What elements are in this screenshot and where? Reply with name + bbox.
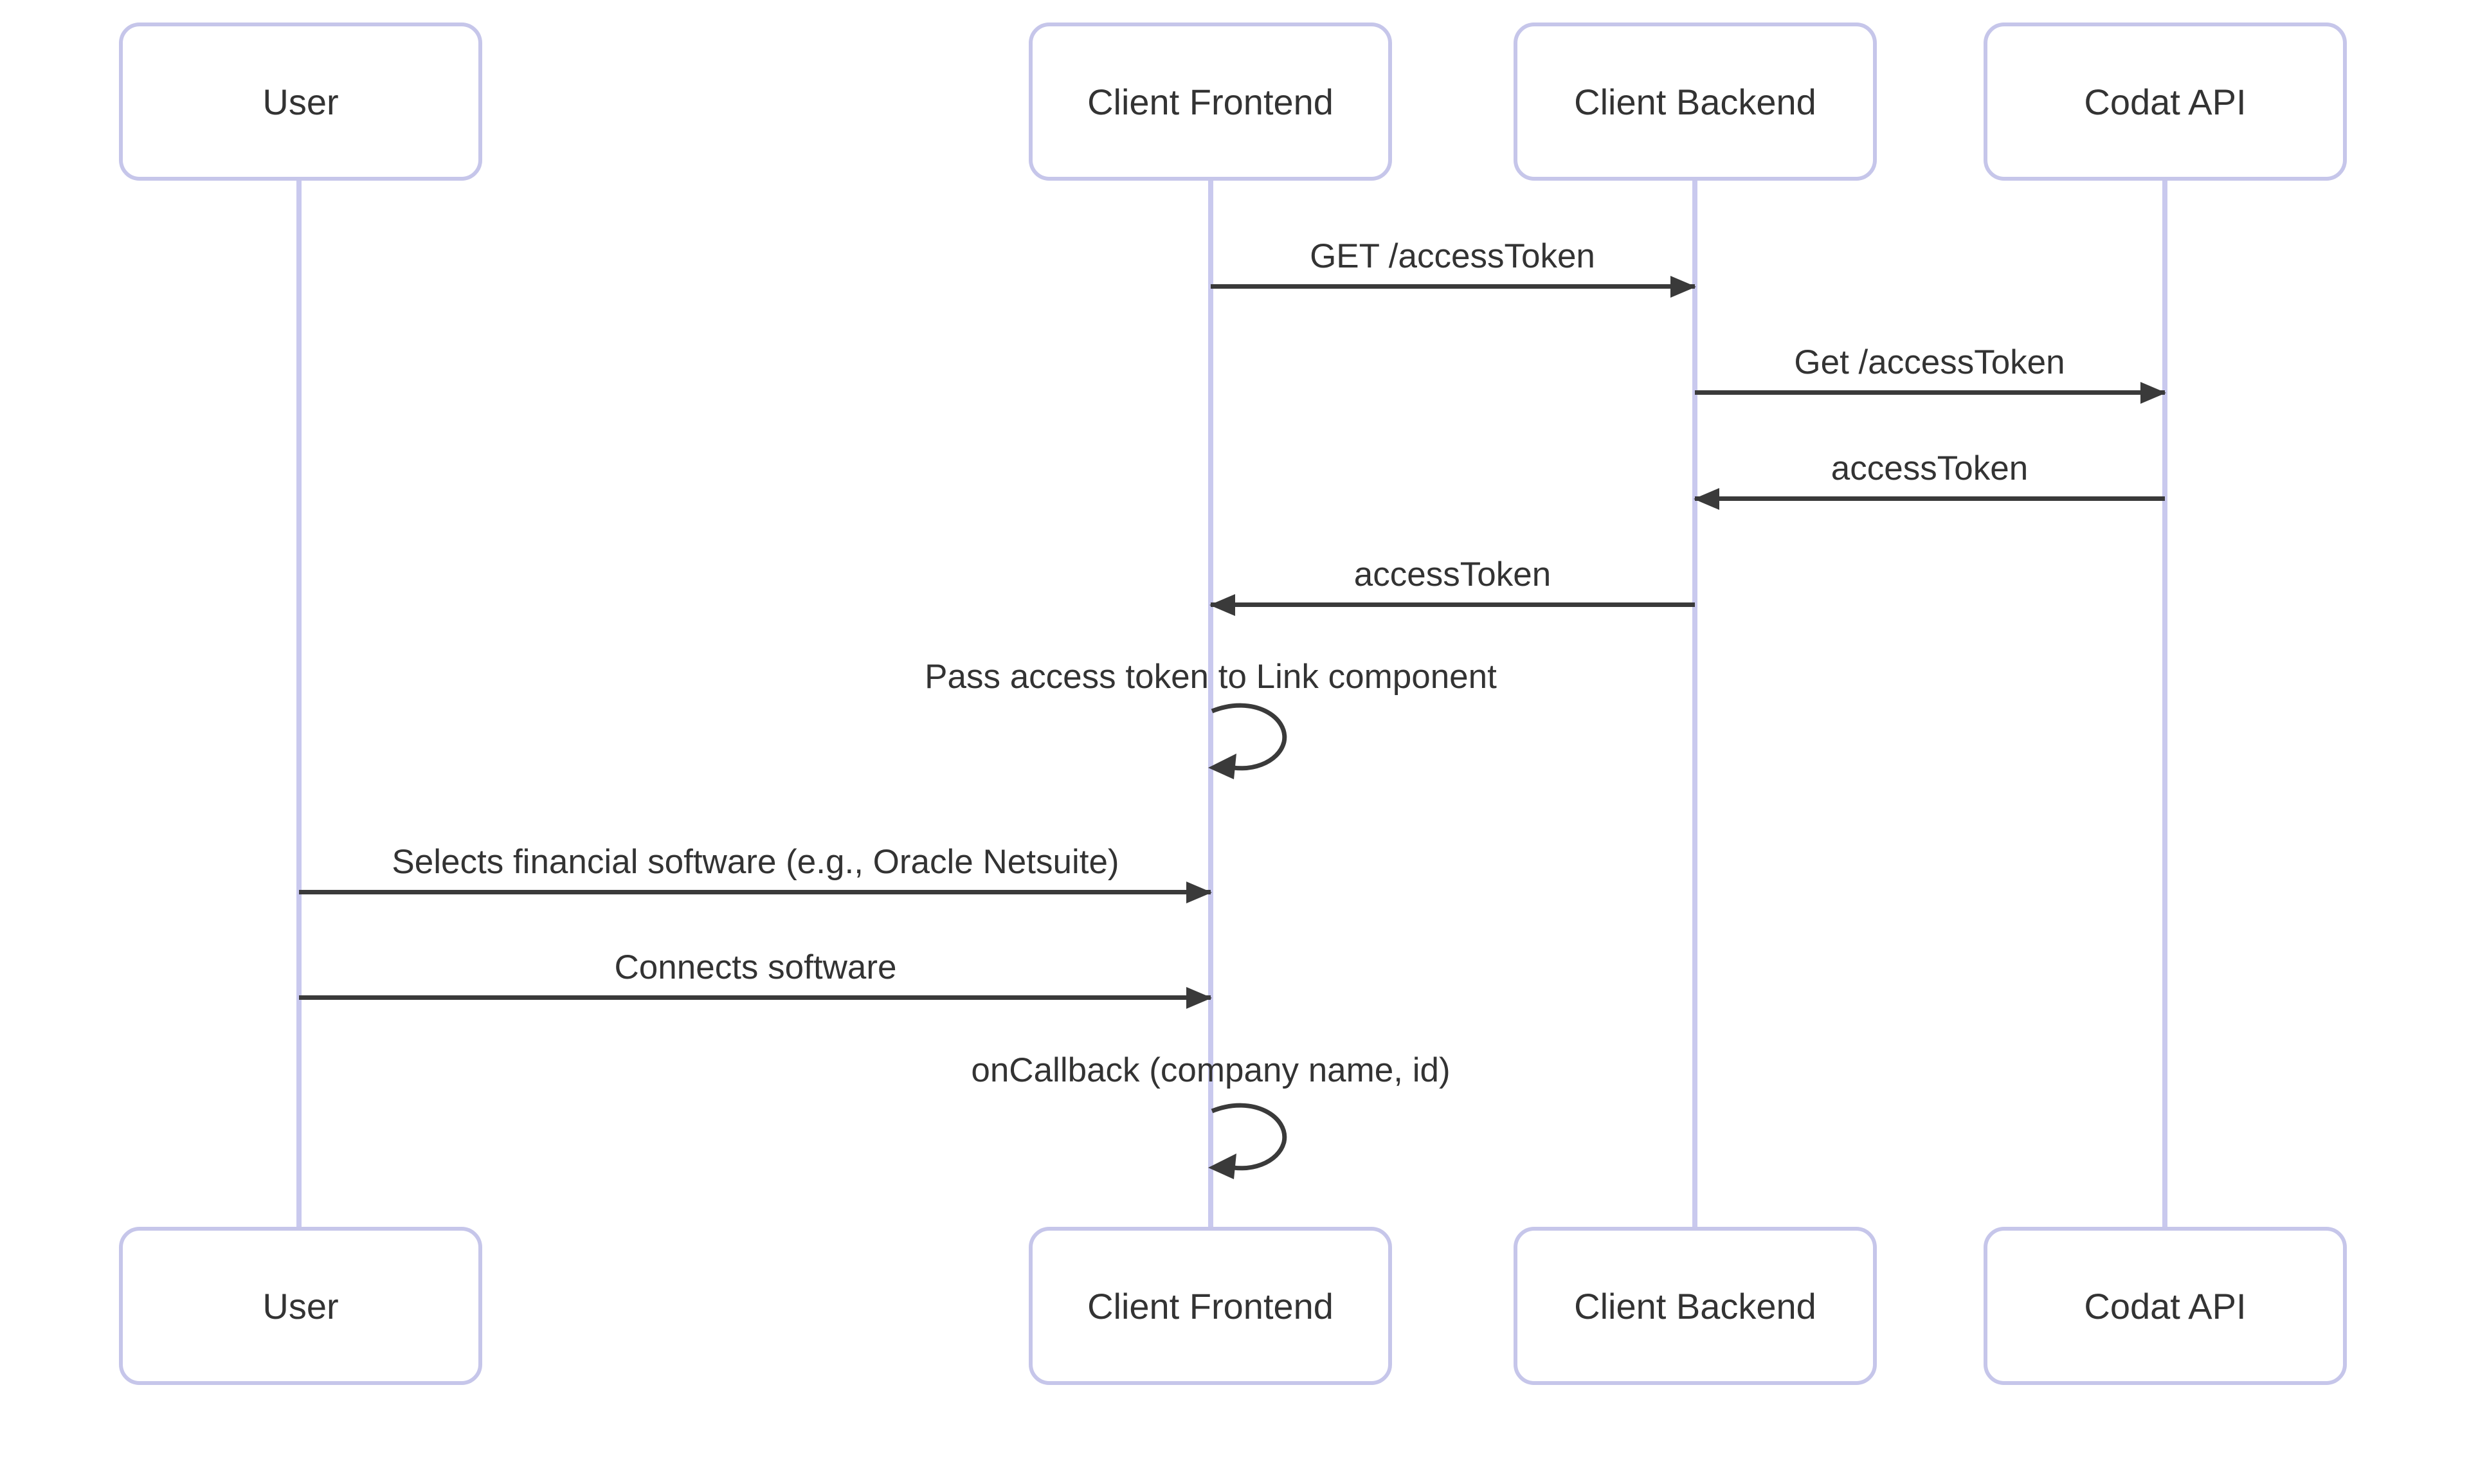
message-line: [1695, 496, 2165, 501]
message-label-get-accesstoken: GET /accessToken: [1310, 237, 1595, 275]
actor-label-user-top: User: [262, 81, 339, 122]
message-label-accesstoken-return-1: accessToken: [1831, 449, 2029, 487]
lifeline-client-frontend: [1208, 181, 1213, 1228]
message-arrow-7: [299, 987, 1212, 1009]
self-loop-path: [1211, 1103, 1287, 1171]
actor-label-client-backend-bottom: Client Backend: [1574, 1285, 1816, 1326]
message-label-accesstoken-return-2: accessToken: [1353, 556, 1551, 593]
arrowhead-right-icon: [1186, 987, 1212, 1009]
message-line: [1211, 602, 1695, 607]
actor-box-client-backend-bottom: Client Backend: [1514, 1227, 1877, 1385]
message-line: [299, 890, 1211, 894]
actor-label-codat-api-bottom: Codat API: [2084, 1285, 2247, 1326]
arrowhead-right-icon: [2140, 382, 2166, 404]
lifeline-client-backend: [1692, 181, 1697, 1228]
message-label-connects-software: Connects software: [614, 948, 897, 986]
message-line: [299, 995, 1211, 1000]
actor-box-client-frontend-top: Client Frontend: [1029, 23, 1392, 181]
actor-box-client-backend-top: Client Backend: [1514, 23, 1877, 181]
arrowhead-right-icon: [1186, 882, 1212, 903]
message-label-get-accesstoken-2: Get /accessToken: [1794, 343, 2065, 381]
actor-label-client-frontend-bottom: Client Frontend: [1087, 1285, 1334, 1326]
actor-box-user-top: User: [119, 23, 482, 181]
lifeline-user: [296, 181, 302, 1228]
message-label-oncallback: onCallback (company name, id): [971, 1051, 1451, 1089]
actor-label-client-backend-top: Client Backend: [1574, 81, 1816, 122]
actor-box-user-bottom: User: [119, 1227, 482, 1385]
message-arrow-6: [299, 882, 1212, 903]
message-label-selects-software: Selects financial software (e.g., Oracle…: [392, 843, 1119, 881]
lifeline-codat-api: [2162, 181, 2167, 1228]
arrowhead-right-icon: [1670, 276, 1696, 298]
arrowhead-left-icon: [1208, 754, 1236, 779]
actor-box-client-frontend-bottom: Client Frontend: [1029, 1227, 1392, 1385]
actor-label-client-frontend-top: Client Frontend: [1087, 81, 1334, 122]
self-loop-arrow-1: [1208, 703, 1287, 779]
message-line: [1695, 390, 2165, 395]
actor-label-user-bottom: User: [262, 1285, 339, 1326]
actor-label-codat-api-top: Codat API: [2084, 81, 2247, 122]
message-label-pass-access-token: Pass access token to Link component: [925, 658, 1497, 696]
arrowhead-left-icon: [1208, 1154, 1236, 1179]
actor-box-codat-api-top: Codat API: [1984, 23, 2347, 181]
arrowhead-left-icon: [1694, 488, 1719, 510]
self-loop-arrow-2: [1208, 1103, 1287, 1179]
message-arrow-4: [1209, 594, 1695, 616]
message-line: [1211, 284, 1695, 289]
arrowhead-left-icon: [1209, 594, 1235, 616]
message-arrow-3: [1694, 488, 2165, 510]
actor-box-codat-api-bottom: Codat API: [1984, 1227, 2347, 1385]
self-loop-path: [1211, 703, 1287, 771]
message-arrow-2: [1695, 382, 2166, 404]
message-arrow-1: [1211, 276, 1696, 298]
